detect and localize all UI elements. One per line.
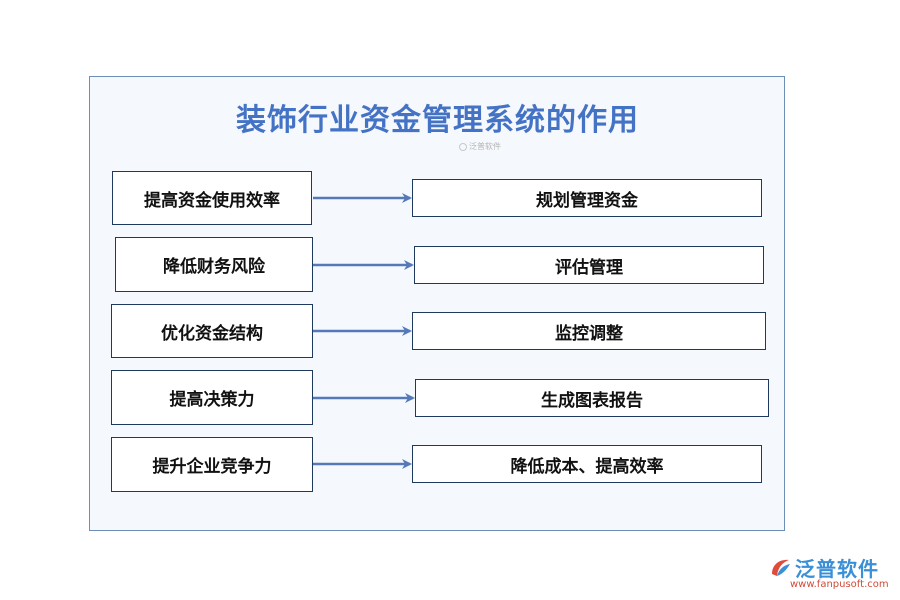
left-box-2: 降低财务风险 <box>115 237 313 292</box>
left-box-4: 提高决策力 <box>111 370 313 425</box>
left-box-3: 优化资金结构 <box>111 304 313 358</box>
right-box-3: 监控调整 <box>412 312 766 350</box>
fanpu-logo-icon <box>772 559 790 576</box>
right-box-4: 生成图表报告 <box>415 379 769 417</box>
brand-logo: 泛普软件 <box>768 553 879 582</box>
right-box-1: 规划管理资金 <box>412 179 762 217</box>
right-box-2: 评估管理 <box>414 246 764 284</box>
left-box-1: 提高资金使用效率 <box>112 171 312 225</box>
right-box-5: 降低成本、提高效率 <box>412 445 762 483</box>
brand-url: www.fanpusoft.com <box>790 579 889 590</box>
diagram-title: 装饰行业资金管理系统的作用 <box>236 103 639 138</box>
watermark-logo-icon <box>459 142 467 151</box>
left-box-5: 提升企业竞争力 <box>111 437 313 492</box>
watermark-small: 泛普软件 <box>459 141 501 152</box>
watermark-text: 泛普软件 <box>469 142 501 151</box>
brand-name: 泛普软件 <box>795 557 879 581</box>
